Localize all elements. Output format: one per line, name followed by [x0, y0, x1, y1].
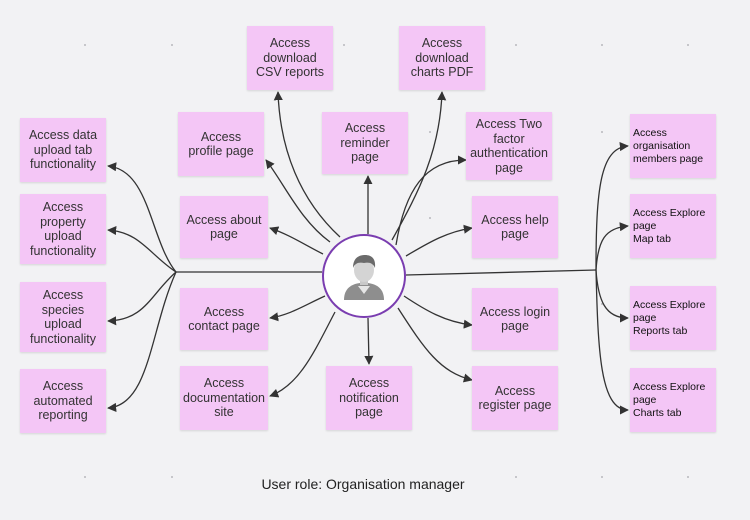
- grid-dot: [515, 44, 517, 46]
- node-help-page: Access help page: [472, 196, 558, 258]
- node-label: Access notification page: [339, 376, 399, 420]
- node-label: Access contact page: [188, 304, 260, 334]
- arrow-to-profile: [265, 159, 331, 243]
- grid-dot: [84, 476, 86, 478]
- grid-dot: [687, 44, 689, 46]
- node-notification-page: Access notification page: [326, 366, 412, 430]
- node-label: Access Explore page Charts tab: [633, 380, 706, 419]
- node-label: Access data upload tab functionality: [28, 128, 98, 172]
- arrow-to-data-upload: [107, 162, 177, 273]
- grid-dot: [687, 476, 689, 478]
- node-label: Access profile page: [188, 129, 254, 159]
- node-label: Access login page: [479, 304, 551, 334]
- grid-dot: [171, 476, 173, 478]
- node-label: Access reminder page: [340, 121, 390, 165]
- node-login-page: Access login page: [472, 288, 558, 350]
- node-explore-map-tab: Access Explore page Map tab: [630, 194, 716, 258]
- arrow-to-explore-reports: [595, 269, 629, 323]
- grid-dot: [601, 303, 603, 305]
- node-label: Access automated reporting: [33, 379, 93, 423]
- arrow-to-docs: [269, 311, 336, 398]
- grid-dot: [429, 217, 431, 219]
- node-profile-page: Access profile page: [178, 112, 264, 176]
- node-label: Access Explore page Map tab: [633, 206, 706, 245]
- grid-dot: [343, 44, 345, 46]
- arrow-to-help: [405, 224, 473, 257]
- node-automated-reporting: Access automated reporting: [20, 369, 106, 433]
- arrow-to-automated: [107, 271, 177, 412]
- caption-text: User role: Organisation manager: [261, 476, 465, 492]
- node-two-factor-page: Access Two factor authentication page: [466, 112, 552, 180]
- grid-dot: [601, 131, 603, 133]
- arrow-to-register: [397, 307, 473, 383]
- arrow-to-property-upload: [107, 225, 177, 273]
- grid-dot: [171, 44, 173, 46]
- grid-dot: [84, 44, 86, 46]
- node-property-upload: Access property upload functionality: [20, 194, 106, 264]
- arrow-to-twofactor: [395, 155, 467, 246]
- line-to-right-hub: [405, 269, 597, 276]
- node-contact-page: Access contact page: [180, 288, 268, 350]
- node-about-page: Access about page: [180, 196, 268, 258]
- node-label: Access download CSV reports: [255, 36, 325, 80]
- arrow-to-about: [269, 226, 324, 255]
- node-label: Access species upload functionality: [29, 288, 96, 346]
- node-explore-reports-tab: Access Explore page Reports tab: [630, 286, 716, 350]
- grid-dot: [429, 131, 431, 133]
- user-role-node: [322, 234, 406, 318]
- node-data-upload: Access data upload tab functionality: [20, 118, 106, 182]
- arrow-to-explore-charts: [595, 269, 629, 415]
- node-label: Access about page: [186, 212, 262, 242]
- node-label: Access property upload functionality: [29, 200, 96, 258]
- node-download-pdf: Access download charts PDF: [399, 26, 485, 90]
- node-label: Access organisation members page: [633, 126, 704, 165]
- node-label: Access help page: [481, 212, 549, 242]
- arrow-to-org-members: [595, 142, 629, 271]
- arrow-to-csv: [273, 91, 341, 238]
- diagram-caption: User role: Organisation manager: [0, 476, 750, 492]
- node-species-upload: Access species upload functionality: [20, 282, 106, 352]
- node-register-page: Access register page: [472, 366, 558, 430]
- node-label: Access documentation site: [183, 376, 266, 420]
- node-documentation-site: Access documentation site: [180, 366, 268, 430]
- node-label: Access Two factor authentication page: [470, 117, 548, 175]
- arrow-to-login: [403, 295, 473, 329]
- node-label: Access register page: [478, 383, 552, 413]
- grid-dot: [601, 476, 603, 478]
- node-download-csv: Access download CSV reports: [247, 26, 333, 90]
- arrow-to-contact: [269, 295, 326, 322]
- arrow-to-species-upload: [107, 271, 177, 326]
- node-label: Access download charts PDF: [410, 36, 474, 80]
- arrow-to-notification: [364, 317, 374, 365]
- node-label: Access Explore page Reports tab: [633, 298, 706, 337]
- arrow-to-explore-map: [595, 222, 629, 271]
- node-reminder-page: Access reminder page: [322, 112, 408, 174]
- node-organisation-members: Access organisation members page: [630, 114, 716, 178]
- arrow-to-pdf: [391, 91, 447, 241]
- user-avatar-icon: [344, 255, 384, 300]
- grid-dot: [515, 476, 517, 478]
- grid-dot: [601, 44, 603, 46]
- node-explore-charts-tab: Access Explore page Charts tab: [630, 368, 716, 432]
